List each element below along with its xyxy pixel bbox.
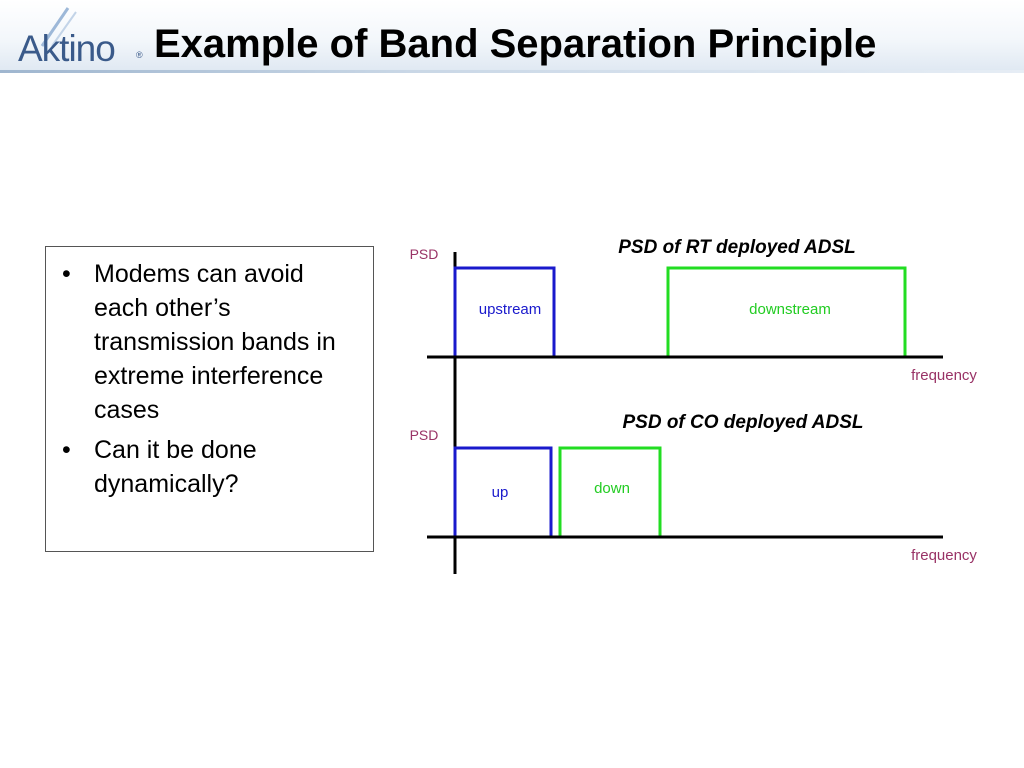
rt-upstream-band bbox=[453, 266, 556, 359]
rt-chart-title: PSD of RT deployed ADSL bbox=[618, 237, 856, 258]
bullet-dot-icon: • bbox=[62, 260, 71, 288]
logo-text: Aktino bbox=[18, 28, 116, 69]
co-down-label: down bbox=[594, 480, 630, 497]
bullet-item: • Modems can avoid each other’s transmis… bbox=[58, 257, 361, 427]
bullet-list: • Modems can avoid each other’s transmis… bbox=[46, 247, 373, 501]
bullet-dot-icon: • bbox=[62, 436, 71, 464]
page-title: Example of Band Separation Principle bbox=[154, 22, 877, 66]
co-up-band bbox=[453, 446, 553, 539]
logo-registered-mark: ® bbox=[136, 50, 143, 60]
logo-swoosh-icon bbox=[40, 7, 77, 47]
rt-frequency-label: frequency bbox=[911, 367, 977, 384]
bullet-box: • Modems can avoid each other’s transmis… bbox=[45, 246, 374, 552]
co-psd-label: PSD bbox=[410, 427, 439, 443]
rt-upstream-label: upstream bbox=[479, 301, 542, 318]
rt-psd-label: PSD bbox=[410, 246, 439, 262]
co-up-label: up bbox=[492, 484, 509, 501]
rt-downstream-label: downstream bbox=[749, 301, 831, 318]
co-frequency-label: frequency bbox=[911, 547, 977, 564]
bullet-text: Can it be done dynamically? bbox=[94, 436, 257, 498]
rt-downstream-band bbox=[666, 266, 907, 359]
bullet-text: Modems can avoid each other’s transmissi… bbox=[94, 260, 336, 424]
co-down-band bbox=[558, 446, 662, 539]
header-divider bbox=[0, 70, 1024, 73]
header-band bbox=[0, 0, 1024, 72]
aktino-logo: Aktino ® bbox=[8, 6, 148, 69]
bullet-item: • Can it be done dynamically? bbox=[58, 433, 361, 501]
co-chart-title: PSD of CO deployed ADSL bbox=[622, 412, 863, 433]
